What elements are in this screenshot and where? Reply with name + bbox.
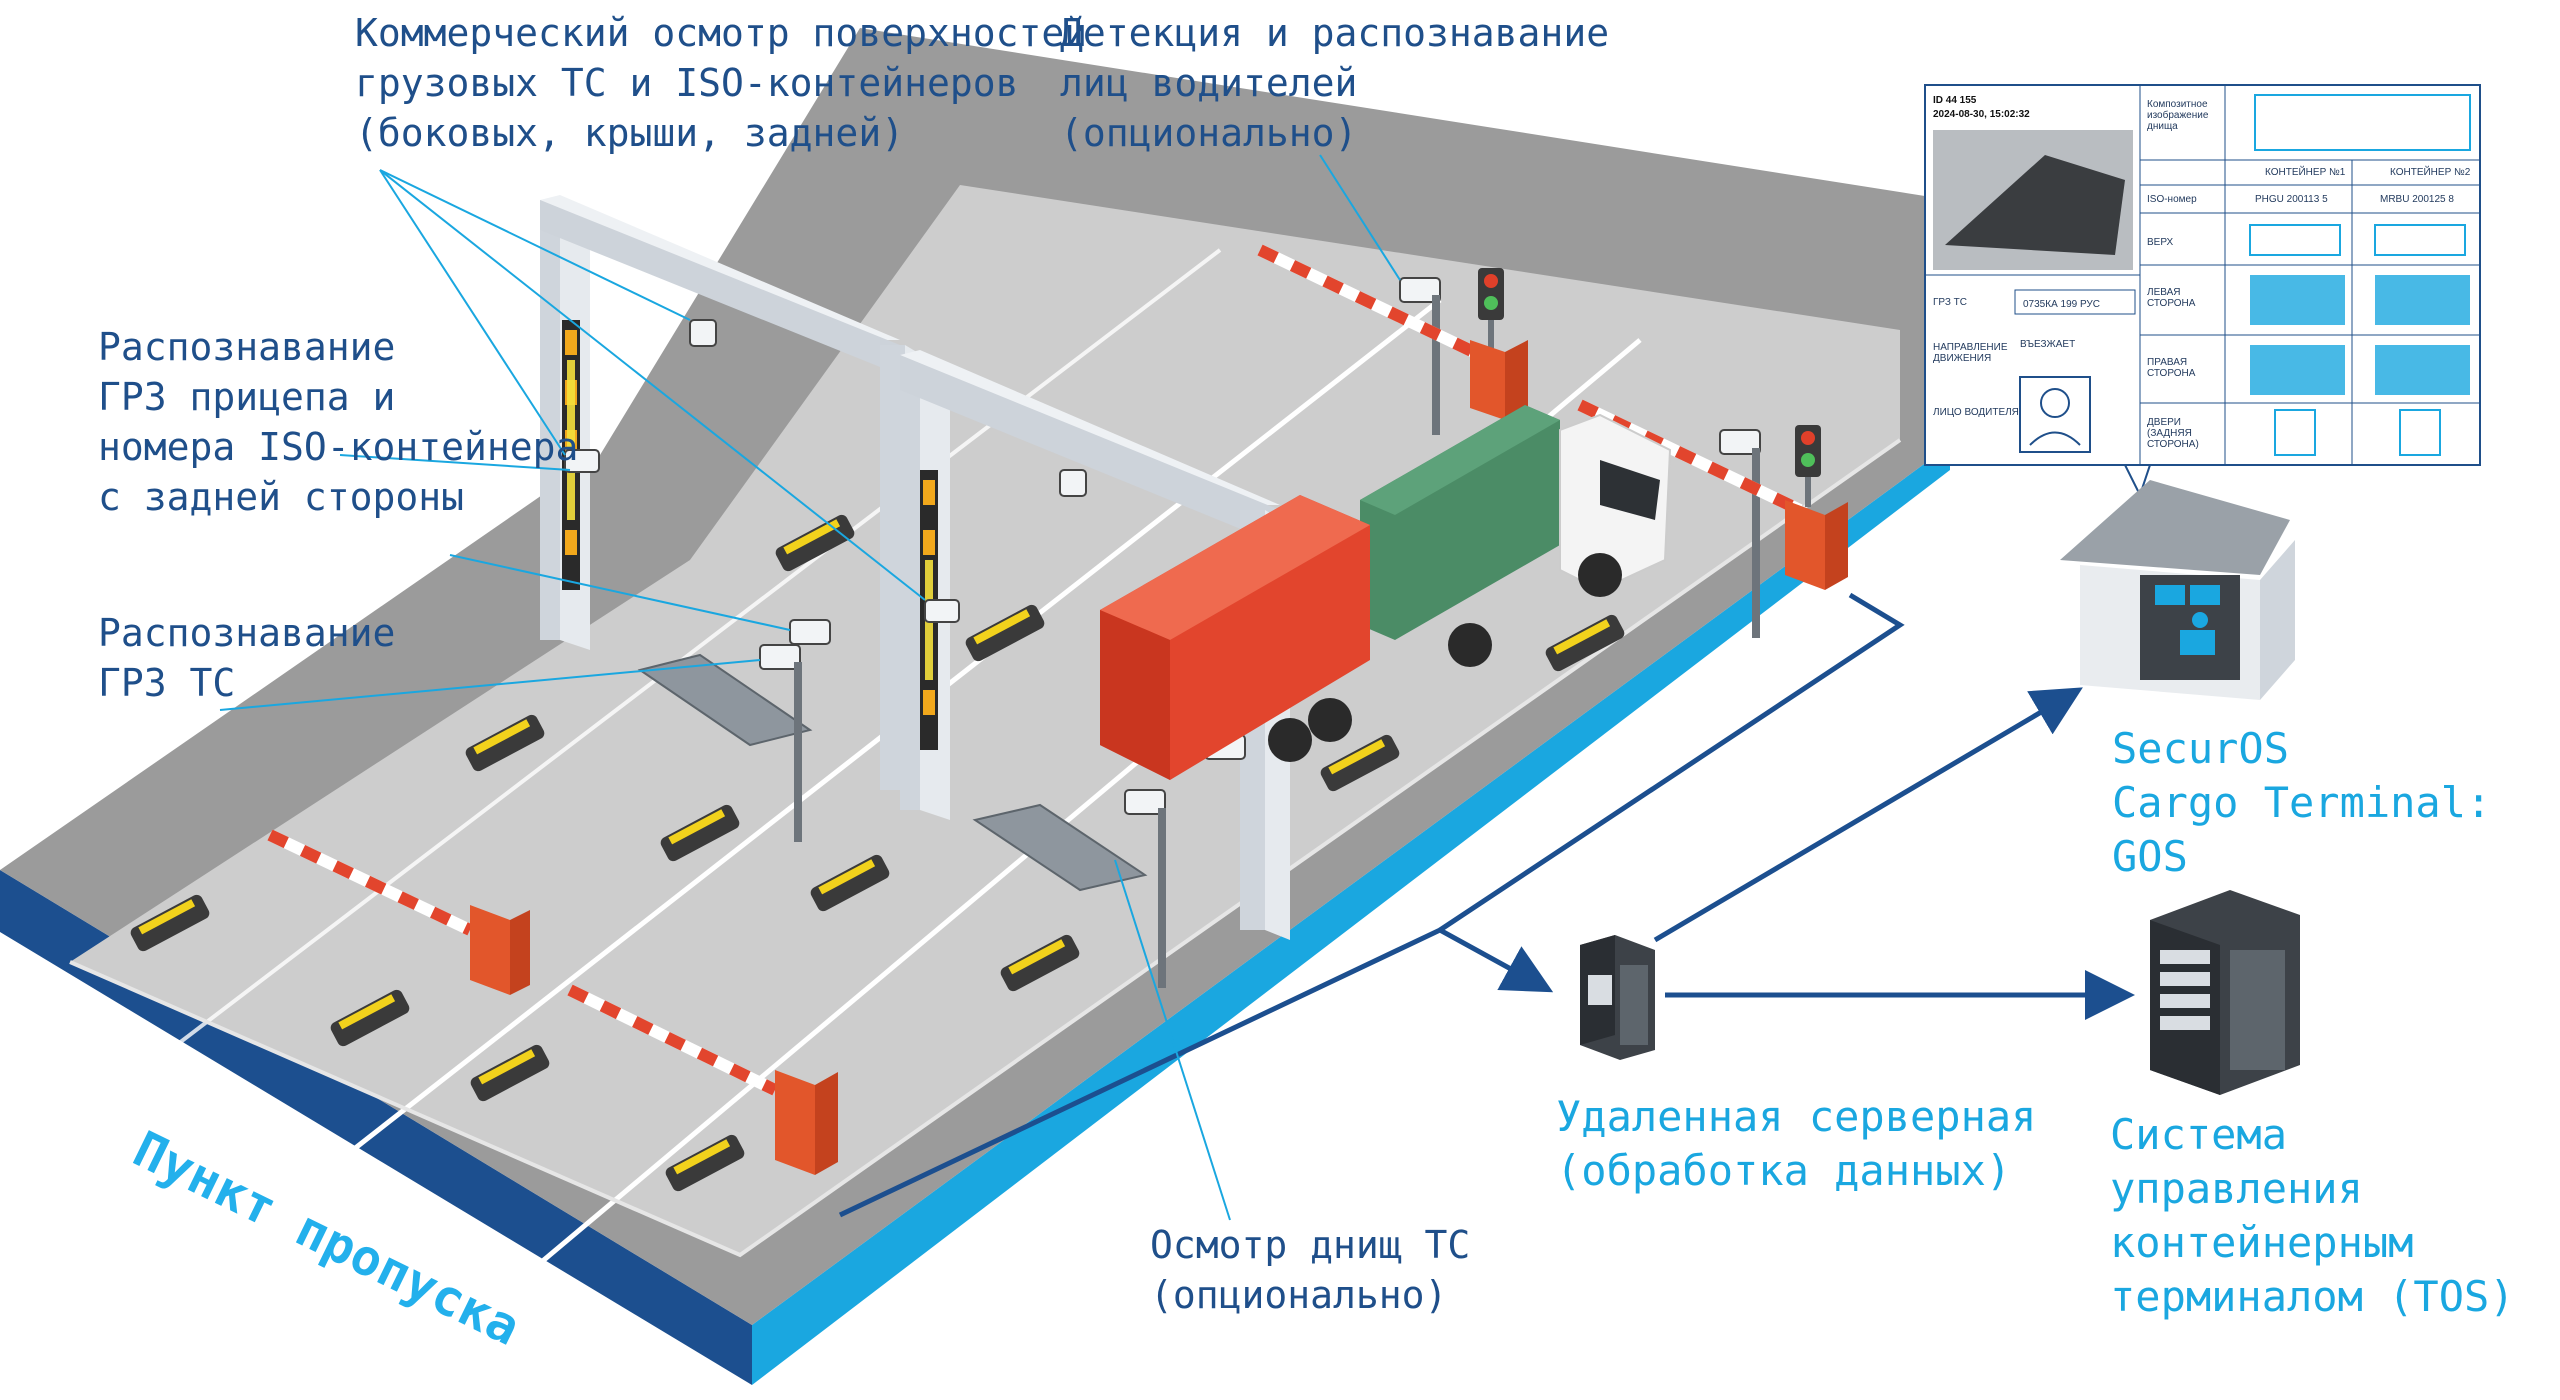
- barrier: [567, 984, 838, 1175]
- undercarriage-plate: [972, 803, 1148, 892]
- undercarriage-plates: [637, 653, 1148, 892]
- speed-bump: [660, 804, 740, 862]
- card-iso-label: ISO-номер: [2147, 194, 2197, 205]
- label-face-detection: Детекция и распознавание лиц водителей (…: [1060, 11, 1610, 155]
- barrier: [267, 829, 530, 995]
- speed-bump: [1000, 934, 1080, 992]
- speed-bump: [1320, 734, 1400, 792]
- camera-icon: [1059, 469, 1087, 497]
- label-plate-recognition: Распознавание ГРЗ ТС: [98, 611, 396, 705]
- server-rack-small: [1580, 935, 1655, 1060]
- card-datetime: 2024-08-30, 15:02:32: [1933, 109, 2030, 120]
- connections: [838, 592, 2135, 1218]
- card-plate-value: 0735КА 199 РУС: [2023, 299, 2100, 310]
- label-undercarriage: Осмотр днищ ТС (опционально): [1150, 1223, 1471, 1317]
- label-tos: Система управления контейнерным терминал…: [2110, 1110, 2515, 1321]
- speed-bump: [470, 1044, 550, 1102]
- camera-icon: [924, 599, 960, 623]
- label-securos: SecurOS Cargo Terminal: GOS: [2112, 724, 2492, 881]
- speed-bump: [810, 854, 890, 912]
- camera-icon: [1399, 277, 1441, 435]
- speed-bump: [1545, 614, 1625, 672]
- speed-bump: [330, 989, 410, 1047]
- server-rack-large: [2150, 890, 2300, 1095]
- card-container1-header: КОНТЕЙНЕР №1: [2265, 165, 2346, 178]
- traffic-lights: [1478, 268, 1821, 507]
- cable-booth-to-route: [1438, 592, 1905, 933]
- barrier: [1257, 244, 1528, 420]
- callout-lines: [219, 154, 1401, 1221]
- card-id: ID 44 155: [1933, 95, 1977, 106]
- camera-icon: [789, 619, 831, 645]
- card-plate-label: ГРЗ ТС: [1933, 297, 1967, 308]
- card-top-label: ВЕРХ: [2147, 237, 2174, 248]
- traffic-light-icon: [1478, 268, 1504, 350]
- card-iso1: PHGU 200113 5: [2255, 194, 2328, 205]
- arrow-server-to-securos: [1653, 687, 2083, 943]
- card-driver-face-label: ЛИЦО ВОДИТЕЛЯ: [1933, 407, 2019, 418]
- speed-bump: [130, 894, 210, 952]
- traffic-light-icon: [1795, 425, 1821, 507]
- speed-bump: [965, 604, 1045, 662]
- operator-booth: [2060, 480, 2295, 700]
- container-green: [1360, 405, 1560, 640]
- camera-icon: [759, 644, 802, 842]
- label-surface-inspection: Коммерческий осмотр поверхностей грузовы…: [355, 11, 1088, 155]
- underside-image: [2254, 94, 2471, 151]
- camera-icon: [1719, 429, 1761, 638]
- label-trailer-iso: Распознавание ГРЗ прицепа и номера ISO-к…: [98, 325, 579, 519]
- speed-bump: [665, 1134, 745, 1192]
- inspection-card: ID 44 155 2024-08-30, 15:02:32 ГРЗ ТС 07…: [1924, 84, 2481, 498]
- card-container2-header: КОНТЕЙНЕР №2: [2390, 165, 2471, 178]
- card-iso2: MRBU 200125 8: [2380, 194, 2454, 205]
- platform-side-face: [752, 445, 1950, 1385]
- label-server-room: Удаленная серверная (обработка данных): [1556, 1092, 2037, 1195]
- card-direction-value: ВЪЕЗЖАЕТ: [2020, 339, 2075, 350]
- truck: [1100, 405, 1672, 780]
- camera-icon: [564, 449, 600, 473]
- camera-icon: [689, 319, 717, 347]
- camera-icon: [1124, 789, 1166, 988]
- undercarriage-plate: [637, 653, 813, 747]
- speed-bump: [465, 714, 545, 772]
